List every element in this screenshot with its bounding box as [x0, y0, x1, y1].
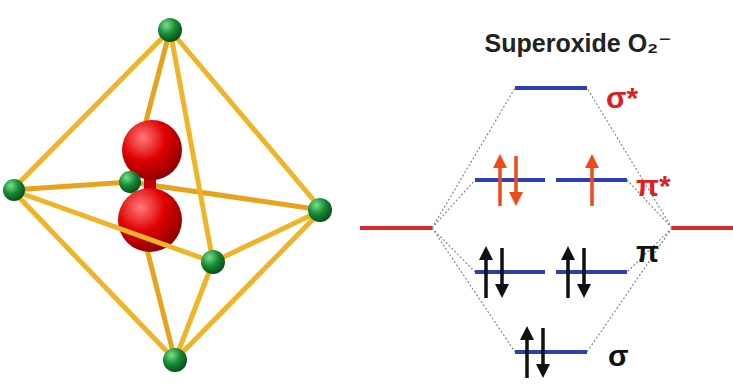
antibonding-electrons — [493, 154, 599, 206]
drawing-circle — [158, 18, 182, 42]
drawing-line — [566, 256, 570, 298]
drawing-polygon — [495, 284, 509, 298]
drawing-line — [525, 336, 529, 378]
drawing-line — [500, 248, 504, 288]
drawing-polygon — [509, 192, 523, 206]
drawing-line — [672, 226, 733, 230]
drawing-line — [12, 190, 175, 360]
drawing-circle — [3, 179, 25, 201]
drawing-polygon — [479, 246, 493, 260]
drawing-line — [12, 182, 130, 190]
drawing-circle — [163, 348, 187, 372]
drawing-line — [590, 164, 594, 206]
drawing-line — [514, 156, 518, 196]
drawing-line — [475, 178, 545, 182]
drawing-line — [587, 228, 672, 352]
orbital-label: π — [636, 237, 659, 267]
diagram-title: Superoxide O₂⁻ — [485, 31, 672, 56]
drawing-line — [515, 86, 587, 90]
drawing-line — [213, 210, 322, 262]
drawing-circle — [201, 250, 225, 274]
drawing-line — [627, 228, 672, 272]
correlation-lines — [432, 88, 672, 352]
drawing-circle — [118, 188, 182, 252]
drawing-polygon — [561, 246, 575, 260]
orbital-label: π* — [636, 171, 671, 201]
octahedron-back-edges — [12, 30, 322, 360]
molecular-levels — [475, 88, 627, 352]
drawing-line — [175, 210, 322, 360]
drawing-line — [484, 256, 488, 298]
drawing-circle — [122, 120, 182, 180]
drawing-line — [541, 328, 545, 368]
drawing-line — [432, 180, 475, 228]
drawing-polygon — [536, 364, 550, 378]
drawing-line — [360, 226, 432, 230]
bonding-electrons — [479, 246, 591, 378]
drawing-polygon — [577, 284, 591, 298]
drawing-line — [432, 88, 515, 228]
drawing-line — [170, 30, 322, 210]
octahedron-front-edges — [12, 30, 322, 360]
drawing-polygon — [585, 154, 599, 168]
drawing-line — [498, 164, 502, 206]
drawing-line — [432, 228, 475, 272]
drawing-circle — [308, 198, 332, 222]
drawing-line — [170, 30, 213, 262]
orbital-label: σ* — [606, 83, 638, 113]
drawing-polygon — [493, 154, 507, 168]
drawing-line — [12, 30, 170, 190]
orbital-label: σ — [608, 341, 629, 371]
drawing-line — [582, 248, 586, 288]
drawing-polygon — [520, 326, 534, 340]
drawing-line — [12, 190, 213, 262]
drawing-line — [432, 228, 515, 352]
vertex-atoms — [3, 18, 332, 372]
drawing-circle — [119, 171, 141, 193]
drawing-line — [175, 262, 213, 360]
atomic-levels — [360, 226, 733, 230]
